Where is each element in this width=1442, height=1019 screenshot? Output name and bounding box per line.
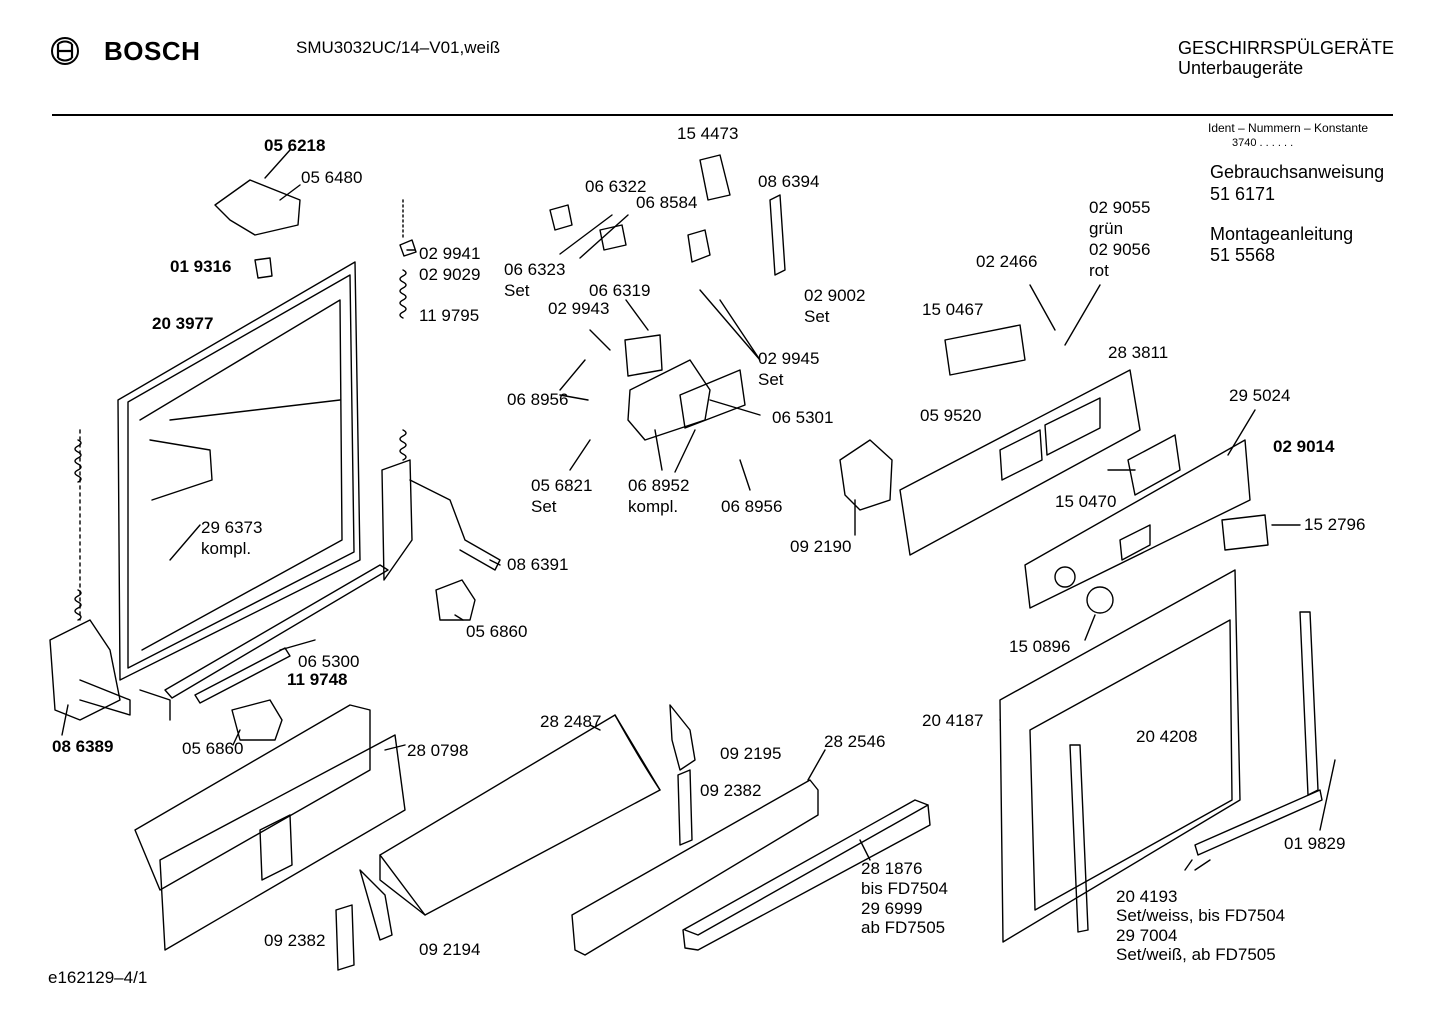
door-frame-part	[117, 261, 361, 681]
part-label: 05 6860	[466, 622, 528, 641]
category-title: GESCHIRRSPÜLGERÄTE	[1178, 38, 1395, 58]
part-label: 06 8584	[636, 193, 698, 212]
part-label: 06 6323	[504, 260, 566, 279]
dispenser-part	[627, 359, 746, 441]
part-label: kompl.	[628, 497, 679, 516]
outer-door-panel-part	[999, 569, 1241, 943]
subcategory-title: Unterbaugeräte	[1178, 58, 1304, 78]
kick-panel-part	[134, 704, 406, 951]
left-hinge-part	[49, 429, 171, 721]
part-label: 02 9941	[419, 244, 481, 263]
part-label: 05 6218	[264, 136, 326, 155]
part-label: 09 2194	[419, 940, 481, 959]
part-label: 15 0470	[1055, 492, 1117, 511]
part-label: Set	[804, 307, 830, 326]
part-label: 29 7004	[1116, 926, 1178, 945]
part-label: 02 9029	[419, 265, 481, 284]
assembly-number: 51 5568	[1210, 245, 1276, 265]
manual-number: 51 6171	[1210, 184, 1276, 204]
part-label: 09 2382	[700, 781, 762, 800]
part-label: 28 3811	[1108, 343, 1169, 362]
part-label: 09 2195	[720, 744, 782, 763]
part-label: 28 1876	[861, 859, 923, 878]
part-label: 20 4193	[1116, 887, 1178, 906]
part-label: 20 4208	[1136, 727, 1198, 746]
part-label: 06 8956	[721, 497, 783, 516]
part-label: ab FD7505	[861, 918, 946, 937]
part-label: 11 9748	[287, 670, 348, 689]
front-panel-part	[1024, 439, 1251, 609]
ident-value: 3740 . . . . . .	[1232, 137, 1294, 149]
bosch-logo-icon	[51, 37, 79, 65]
part-label: 02 9056	[1089, 240, 1151, 259]
part-label: 11 9795	[419, 306, 480, 325]
part-label: bis FD7504	[861, 879, 948, 898]
part-label: 06 6322	[585, 177, 647, 196]
part-label: 02 2466	[976, 252, 1038, 271]
tray-part	[379, 714, 661, 916]
part-label: 05 9520	[920, 406, 982, 425]
part-label: 15 0467	[922, 300, 984, 319]
part-label: 01 9316	[170, 257, 232, 276]
part-label: Set	[758, 370, 784, 389]
part-label: 05 6821	[531, 476, 593, 495]
part-label: Set/weiss, bis FD7504	[1116, 906, 1286, 925]
part-label: 06 8956	[507, 390, 569, 409]
part-label: 06 8952	[628, 476, 690, 495]
part-label: 02 9002	[804, 286, 866, 305]
part-label: kompl.	[201, 539, 252, 558]
part-label: 06 5300	[298, 652, 360, 671]
part-label: 29 5024	[1229, 386, 1291, 405]
manual-label: Gebrauchsanweisung	[1210, 162, 1385, 182]
part-label: Set/weiß, ab FD7505	[1116, 945, 1276, 964]
part-label: 09 2382	[264, 931, 326, 950]
part-label: 29 6373	[201, 518, 263, 537]
part-label: Set	[504, 281, 530, 300]
assembly-label: Montageanleitung	[1210, 224, 1354, 244]
control-panel-part	[899, 369, 1141, 556]
part-label: 02 9055	[1089, 198, 1151, 217]
part-label: 15 2796	[1304, 515, 1366, 534]
part-label: 20 4187	[922, 711, 984, 730]
drawing-code: e162129–4/1	[48, 968, 148, 987]
part-label: 08 6391	[507, 555, 569, 574]
part-label: 15 4473	[677, 124, 739, 143]
part-label: 28 2546	[824, 732, 886, 751]
part-label: 02 9945	[758, 349, 820, 368]
part-label: 06 5301	[772, 408, 834, 427]
brand-name: BOSCH	[104, 36, 201, 66]
part-label: 05 6860	[182, 739, 244, 758]
part-label: grün	[1089, 219, 1124, 238]
part-label: rot	[1089, 261, 1109, 280]
part-label: 08 6394	[758, 172, 820, 191]
part-label: 20 3977	[152, 314, 214, 333]
right-hinge-part	[381, 459, 501, 581]
part-label: 08 6389	[52, 737, 114, 756]
part-label: 15 0896	[1009, 637, 1071, 656]
part-label: 05 6480	[301, 168, 363, 187]
part-label: 02 9014	[1273, 437, 1335, 456]
part-label: Set	[531, 497, 557, 516]
model-number: SMU3032UC/14–V01,weiß	[296, 38, 501, 57]
part-label: 01 9829	[1284, 834, 1346, 853]
ident-label: Ident – Nummern – Konstante	[1208, 121, 1369, 135]
part-label: 06 6319	[589, 281, 651, 300]
part-label: 28 0798	[407, 741, 469, 760]
part-label: 29 6999	[861, 899, 923, 918]
part-label: 28 2487	[540, 712, 602, 731]
header-divider	[52, 114, 1393, 116]
part-label: 09 2190	[790, 537, 852, 556]
part-label: 02 9943	[548, 299, 610, 318]
